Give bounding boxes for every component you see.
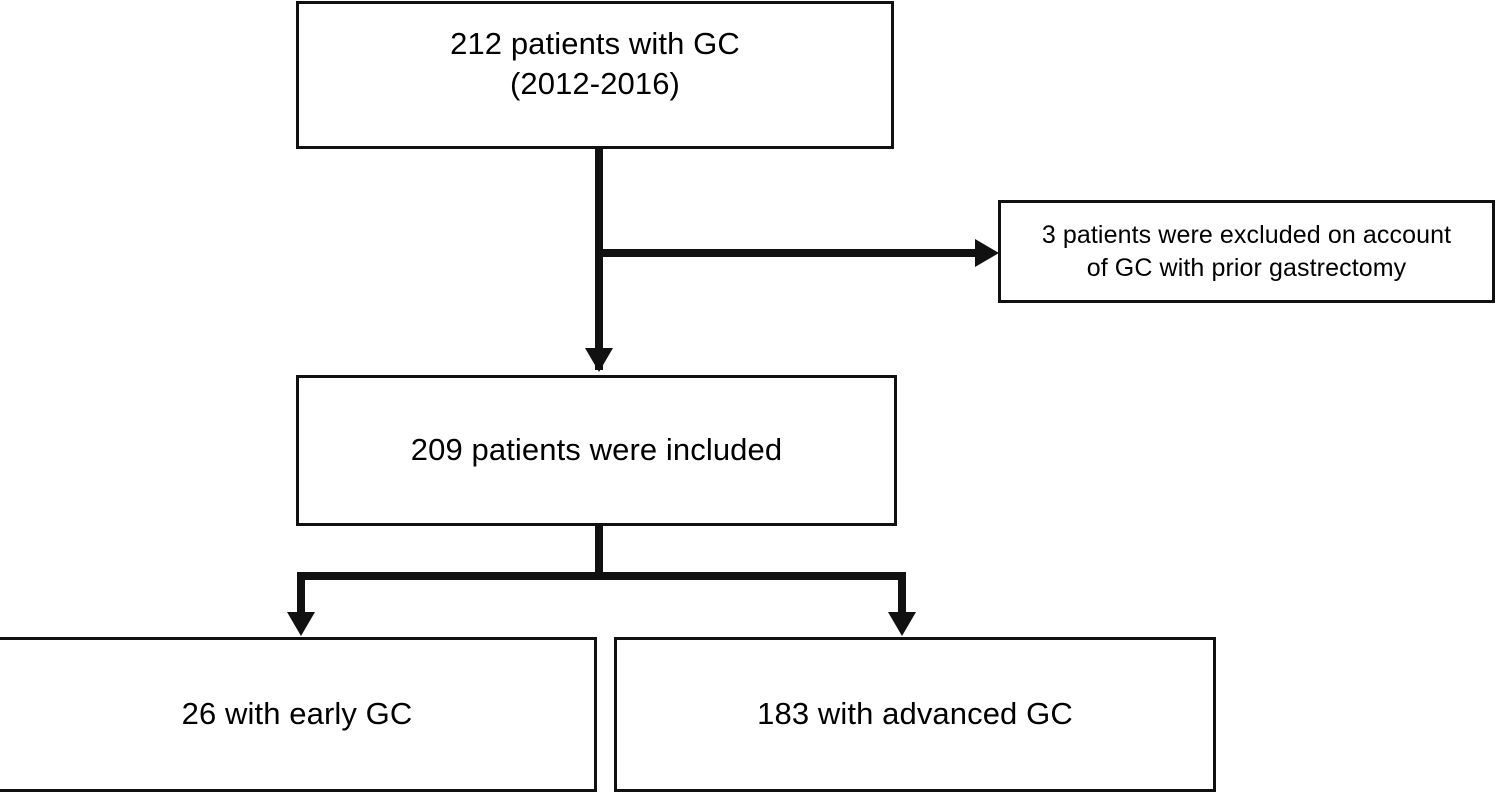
node-excluded-label: 3 patients were excluded on account of G… <box>1041 221 1452 282</box>
node-included-box: 209 patients were included <box>296 375 897 526</box>
node-early-gc-box: 26 with early GC <box>0 637 597 792</box>
connector-included-stem <box>595 525 603 576</box>
node-included-label: 209 patients were included <box>410 432 783 468</box>
node-early-gc-label: 26 with early GC <box>181 696 413 732</box>
connector-cohort-to-excluded <box>595 249 981 257</box>
node-cohort-label: 212 patients with GC (2012-2016) <box>450 26 740 102</box>
connector-leg-advanced <box>898 572 906 616</box>
node-cohort-box: 212 patients with GC (2012-2016) <box>296 1 894 149</box>
node-excluded-box: 3 patients were excluded on account of G… <box>998 200 1495 303</box>
arrowhead-down-icon-included <box>585 348 613 372</box>
arrowhead-down-icon-early <box>287 612 315 636</box>
node-advanced-gc-label: 183 with advanced GC <box>757 696 1073 732</box>
arrowhead-down-icon-advanced <box>888 612 916 636</box>
node-advanced-gc-box: 183 with advanced GC <box>614 637 1216 792</box>
connector-leg-early <box>297 572 305 616</box>
connector-cohort-to-included <box>595 148 603 370</box>
connector-split-bar <box>297 572 906 580</box>
arrowhead-right-icon-excluded <box>975 239 999 267</box>
